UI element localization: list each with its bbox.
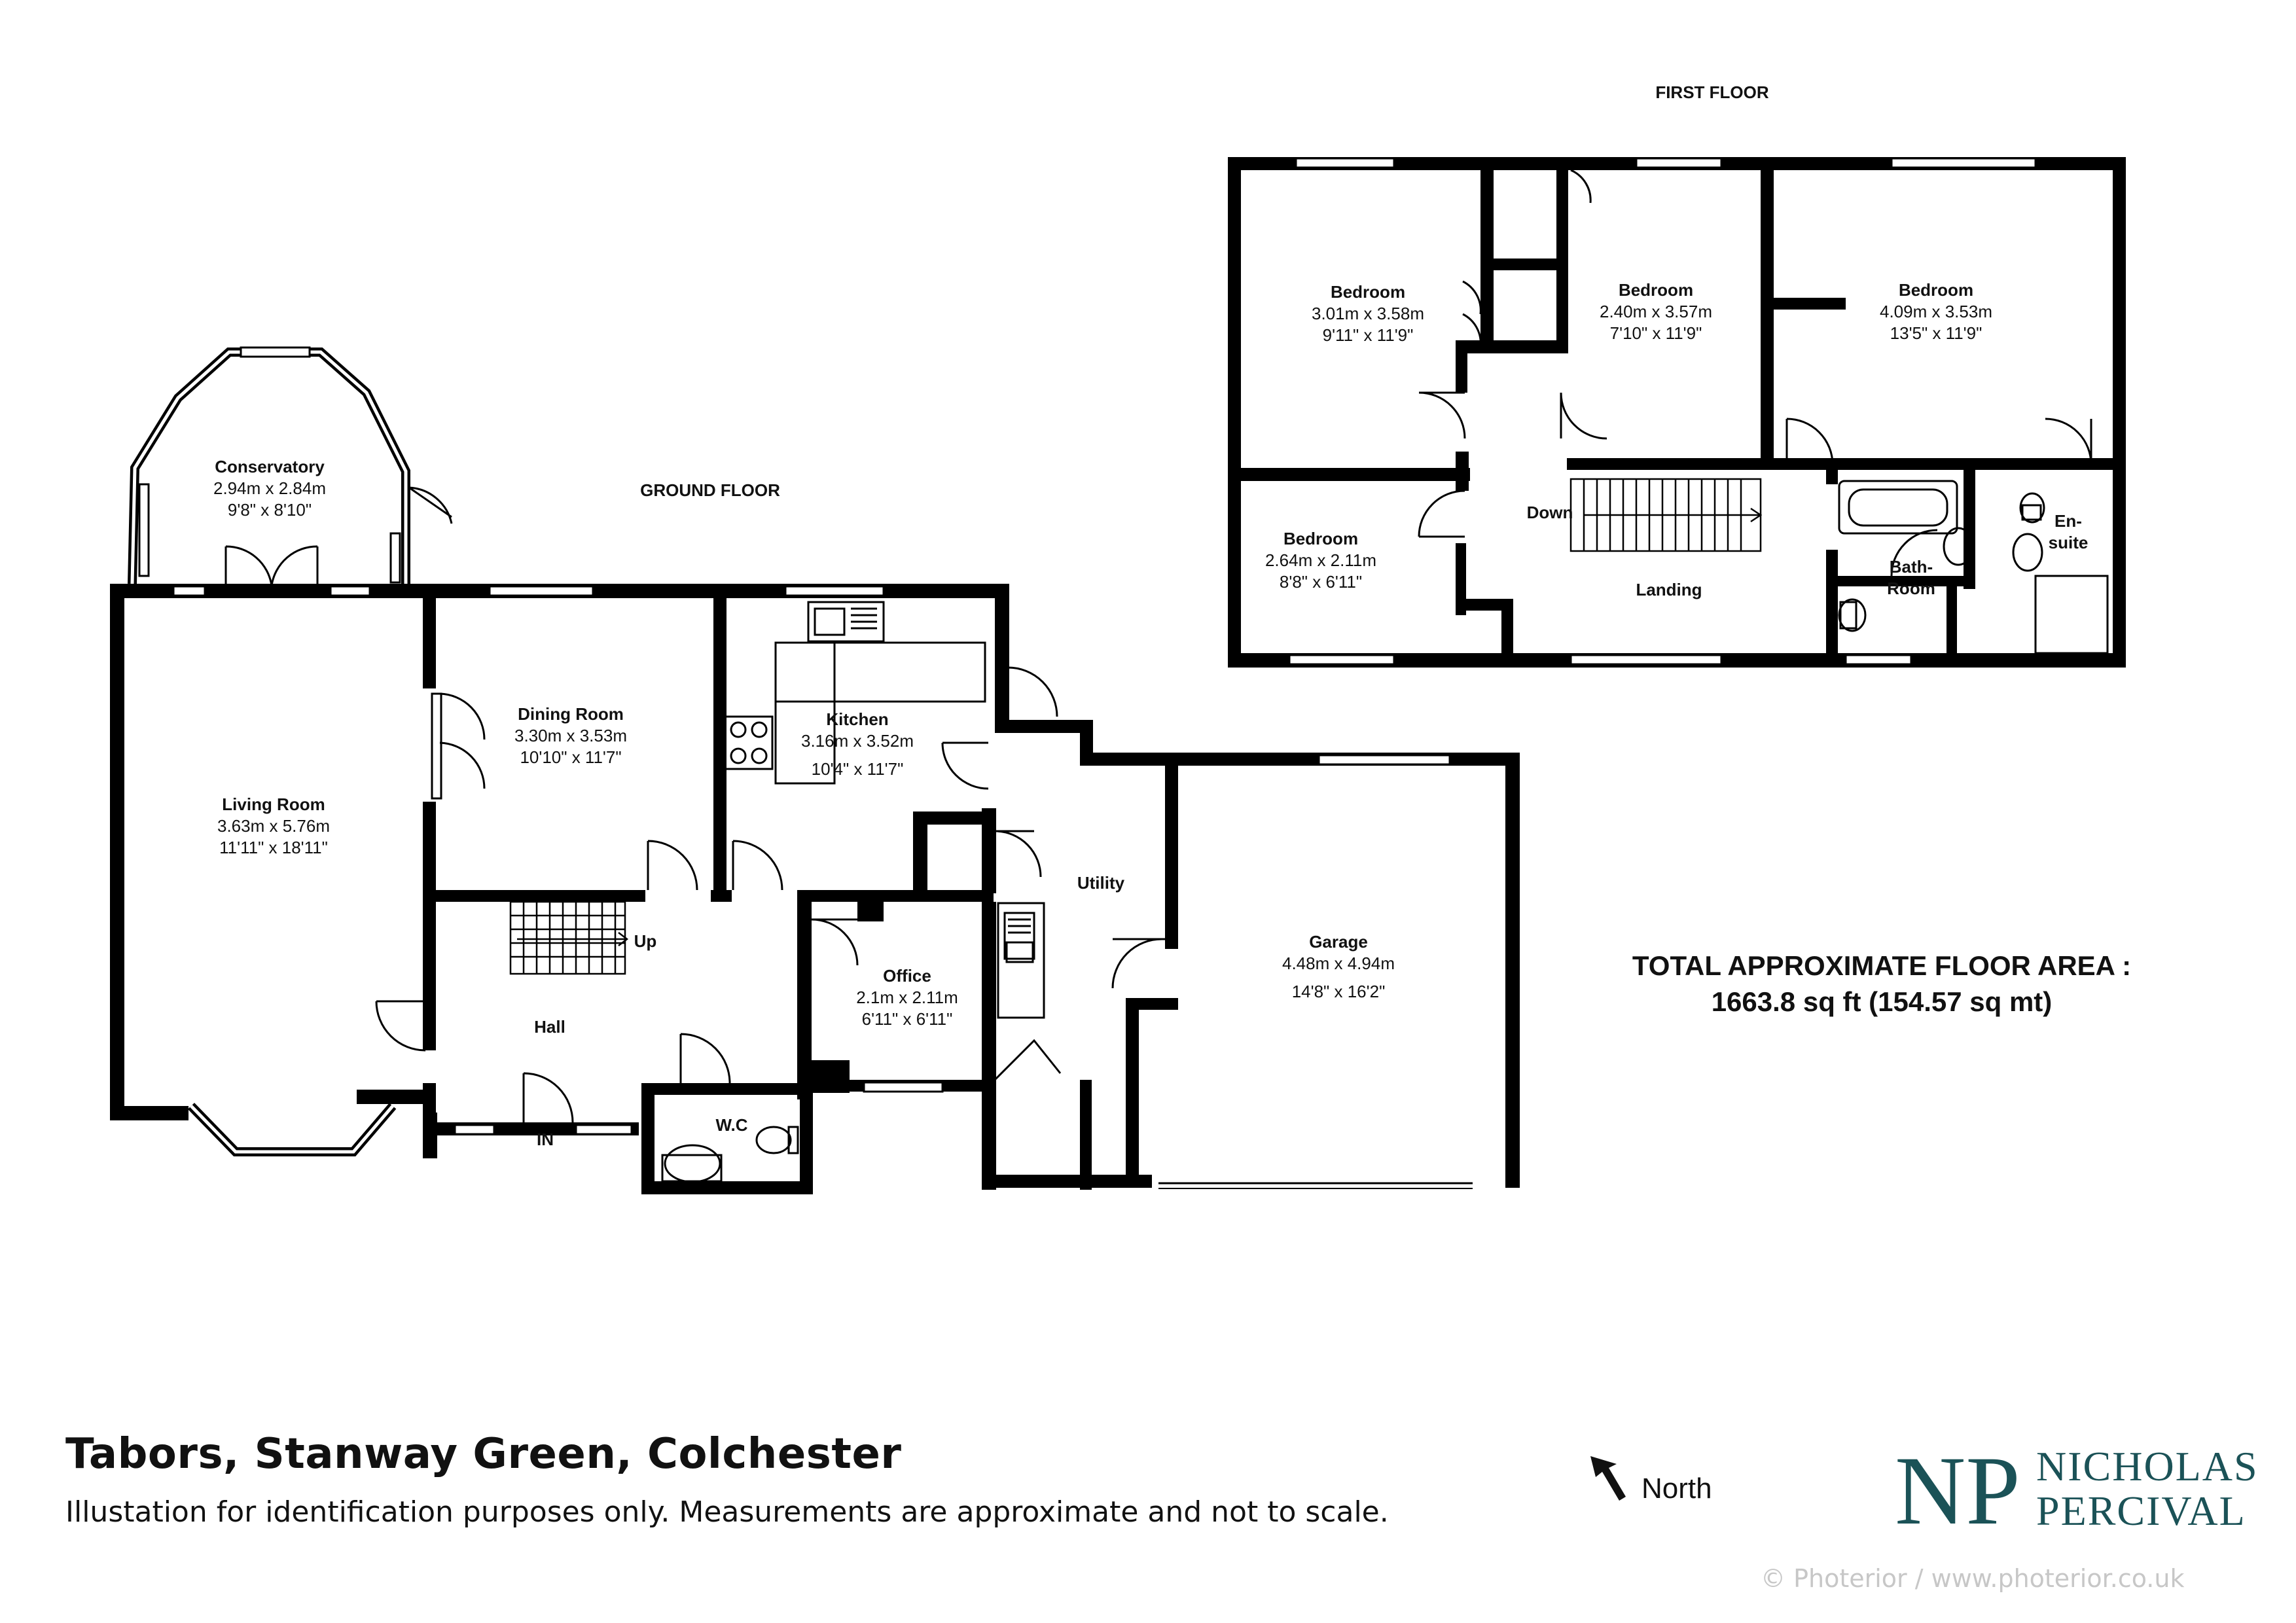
kitchen-imperial: 10'4" x 11'7": [812, 759, 904, 779]
ground-floor-windows: [172, 585, 1473, 1189]
first-floor-walls: [1228, 157, 2126, 668]
entrance-in-label: IN: [537, 1130, 554, 1149]
dining-room-metric: 3.30m x 3.53m: [514, 726, 627, 745]
brand-initials: NP: [1895, 1440, 2020, 1538]
bathroom-name-1: Bath-: [1890, 557, 1933, 577]
hall-name: Hall: [534, 1017, 565, 1037]
stairs-up-label: Up: [634, 931, 657, 951]
conservatory-imperial: 9'8" x 8'10": [228, 500, 312, 520]
bedroom-2-imperial: 7'10" x 11'9": [1610, 323, 1702, 343]
north-label: North: [1641, 1472, 1712, 1505]
first-floor-labels: Bedroom 3.01m x 3.58m 9'11" x 11'9" Bedr…: [1265, 280, 2088, 599]
bedroom-4-metric: 2.64m x 2.11m: [1265, 550, 1376, 570]
conservatory-outline: [128, 346, 410, 584]
stairs-down-label: Down: [1527, 503, 1573, 522]
office-metric: 2.1m x 2.11m: [856, 988, 958, 1007]
bedroom-4-name: Bedroom: [1283, 529, 1358, 548]
ground-floor: GROUND FLOOR: [110, 346, 1520, 1194]
bedroom-3-imperial: 13'5" x 11'9": [1890, 323, 1982, 343]
ground-floor-fixtures: [661, 601, 1045, 1183]
utility-name: Utility: [1077, 873, 1125, 893]
office-name: Office: [883, 966, 931, 986]
living-room-name: Living Room: [222, 794, 325, 814]
first-floor-windows: [1288, 157, 2037, 666]
bedroom-1-name: Bedroom: [1331, 282, 1405, 302]
kitchen-metric: 3.16m x 3.52m: [801, 731, 914, 751]
total-area-value: 1663.8 sq ft (154.57 sq mt): [1712, 986, 2053, 1017]
ground-floor-title: GROUND FLOOR: [640, 480, 780, 500]
first-floor-fixtures: [1838, 480, 2109, 654]
bathroom-name-2: Room: [1887, 579, 1935, 598]
ground-floor-labels: Conservatory 2.94m x 2.84m 9'8" x 8'10" …: [213, 457, 1395, 1149]
first-floor-stairs: [1570, 478, 1763, 552]
brand-logo: NP NICHOLAS PERCIVAL: [1895, 1440, 2259, 1538]
disclaimer: Illustation for identification purposes …: [65, 1495, 1389, 1529]
bedroom-2-metric: 2.40m x 3.57m: [1600, 302, 1712, 321]
property-title: Tabors, Stanway Green, Colchester: [65, 1430, 902, 1478]
ensuite-name-1: En-: [2054, 511, 2082, 531]
dining-room-imperial: 10'10" x 11'7": [520, 747, 621, 767]
copyright-notice: © Photerior / www.photerior.co.uk: [1761, 1564, 2185, 1593]
ensuite-name-2: suite: [2049, 533, 2089, 552]
bedroom-2-name: Bedroom: [1619, 280, 1693, 300]
brand-name-line1: NICHOLAS: [2036, 1443, 2259, 1489]
garage-metric: 4.48m x 4.94m: [1282, 954, 1395, 973]
kitchen-name: Kitchen: [826, 709, 888, 729]
first-floor-doors: [1418, 169, 2092, 577]
bedroom-4-imperial: 8'8" x 6'11": [1280, 572, 1362, 592]
conservatory-metric: 2.94m x 2.84m: [213, 478, 326, 498]
north-arrow-icon: [1590, 1456, 1626, 1501]
bedroom-1-imperial: 9'11" x 11'9": [1323, 325, 1414, 345]
conservatory-name: Conservatory: [215, 457, 325, 476]
ground-floor-stairs: [509, 901, 629, 975]
living-room-metric: 3.63m x 5.76m: [217, 816, 330, 836]
garage-name: Garage: [1309, 932, 1368, 952]
ground-floor-walls: [110, 584, 1520, 1194]
living-room-imperial: 11'11" x 18'11": [219, 838, 328, 857]
first-floor: FIRST FLOOR: [1228, 82, 2126, 668]
bedroom-3-name: Bedroom: [1899, 280, 1973, 300]
total-area-label: TOTAL APPROXIMATE FLOOR AREA :: [1632, 950, 2131, 981]
landing-name: Landing: [1636, 580, 1702, 599]
office-imperial: 6'11" x 6'11": [862, 1009, 953, 1029]
bedroom-3-metric: 4.09m x 3.53m: [1880, 302, 1992, 321]
wc-name: W.C: [715, 1115, 747, 1135]
ground-floor-doors: [224, 486, 1165, 1123]
total-area: TOTAL APPROXIMATE FLOOR AREA : 1663.8 sq…: [1632, 950, 2131, 1017]
dining-room-name: Dining Room: [518, 704, 624, 724]
garage-imperial: 14'8" x 16'2": [1292, 982, 1386, 1001]
first-floor-title: FIRST FLOOR: [1655, 82, 1769, 102]
bedroom-1-metric: 3.01m x 3.58m: [1312, 304, 1424, 323]
brand-name-line2: PERCIVAL: [2036, 1488, 2246, 1534]
